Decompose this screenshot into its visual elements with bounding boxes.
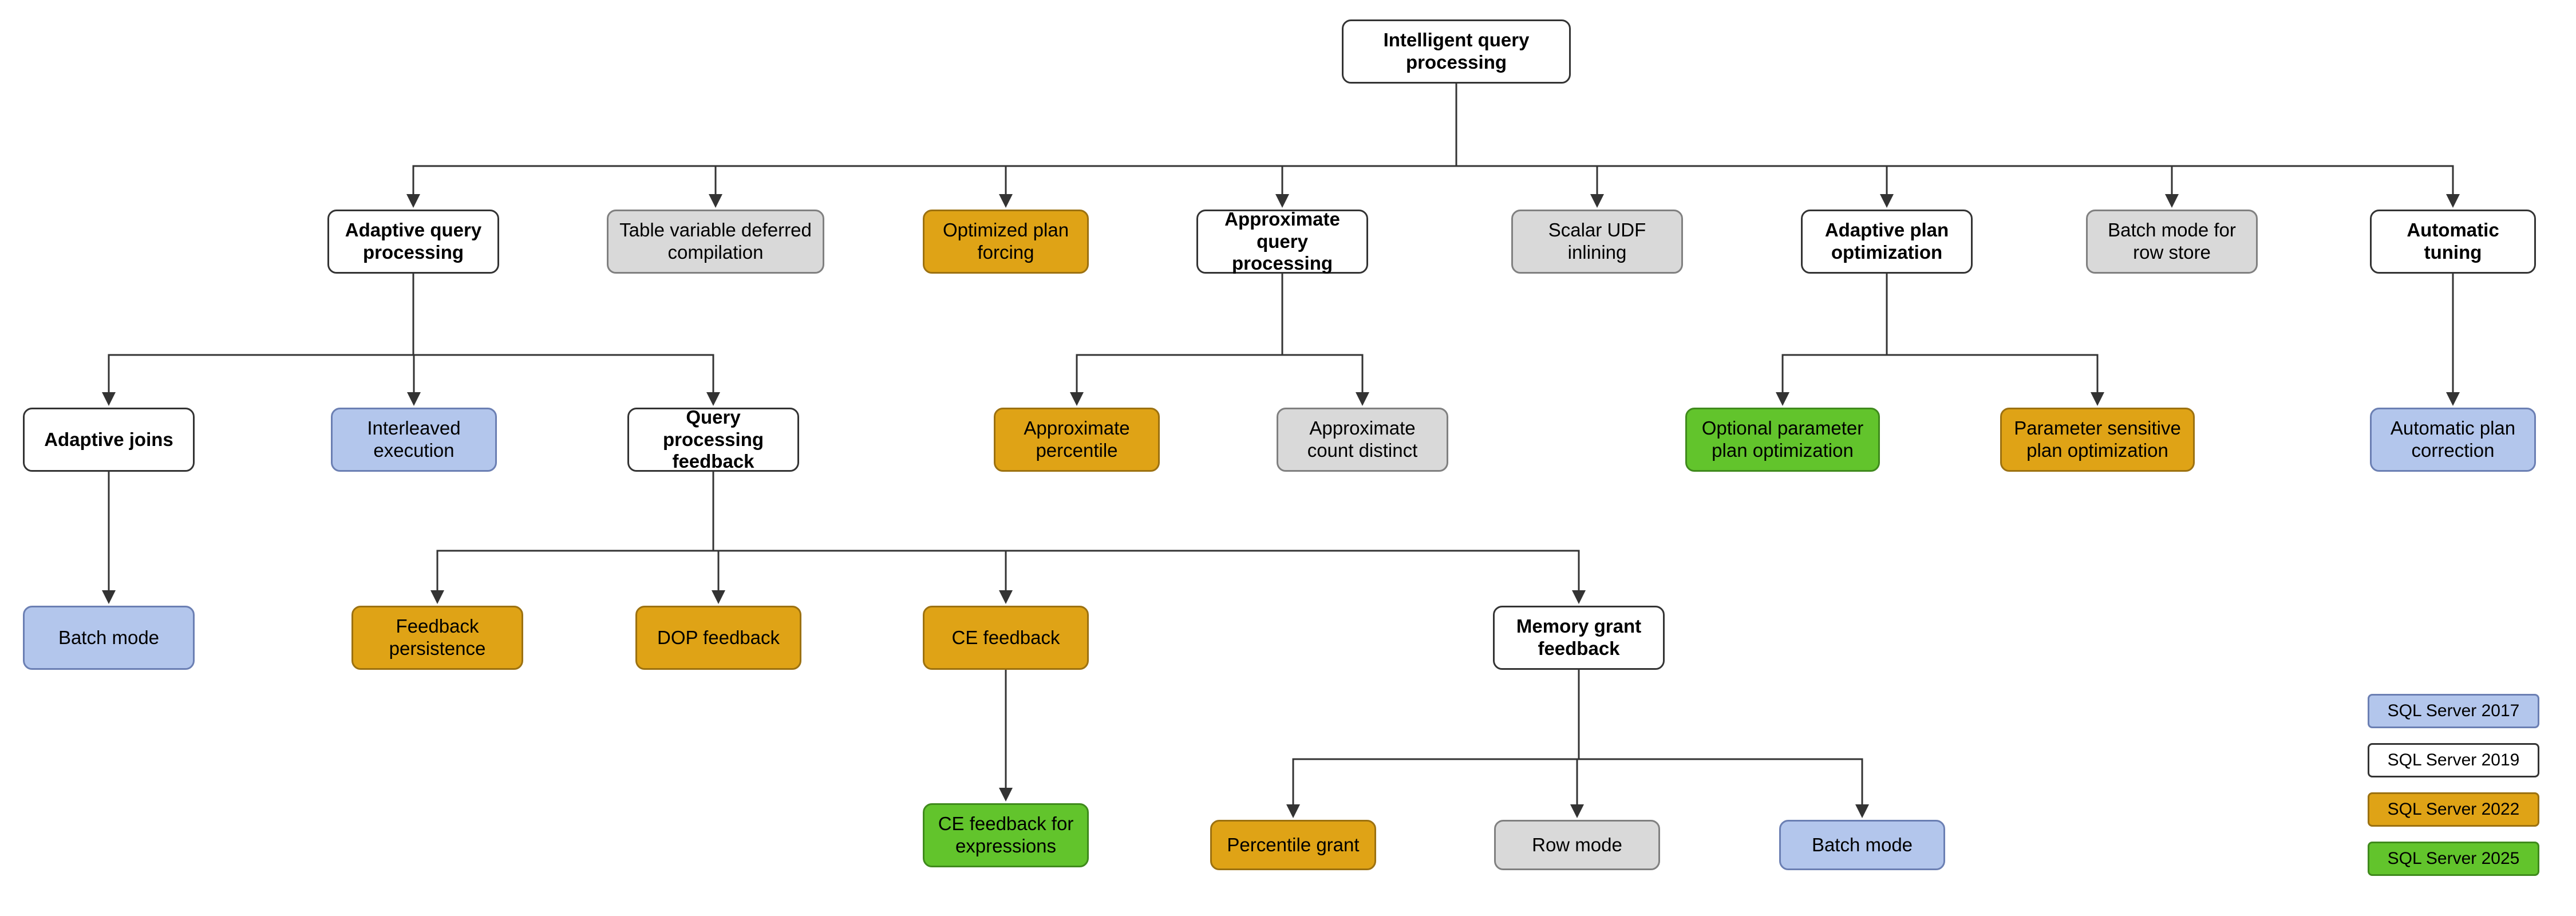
node-adaptive-query-processing[interactable]: Adaptive query processing (327, 210, 499, 274)
node-batch-mode-adaptive-joins[interactable]: Batch mode (23, 606, 195, 670)
legend-item-sql-server-2019: SQL Server 2019 (2368, 743, 2539, 777)
node-scalar-udf-inlining[interactable]: Scalar UDF inlining (1511, 210, 1683, 274)
node-adaptive-joins[interactable]: Adaptive joins (23, 408, 195, 472)
node-optimized-plan-forcing[interactable]: Optimized plan forcing (923, 210, 1089, 274)
legend-item-sql-server-2022: SQL Server 2022 (2368, 792, 2539, 827)
legend-item-sql-server-2025: SQL Server 2025 (2368, 842, 2539, 876)
node-approximate-count-distinct[interactable]: Approximate count distinct (1277, 408, 1448, 472)
node-ce-feedback-for-expressions[interactable]: CE feedback for expressions (923, 803, 1089, 867)
node-row-mode[interactable]: Row mode (1494, 820, 1660, 870)
node-approximate-percentile[interactable]: Approximate percentile (994, 408, 1160, 472)
node-table-variable-deferred-compilation[interactable]: Table variable deferred compilation (607, 210, 824, 274)
node-query-processing-feedback[interactable]: Query processing feedback (627, 406, 799, 472)
node-interleaved-execution[interactable]: Interleaved execution (331, 408, 497, 472)
node-ce-feedback[interactable]: CE feedback (923, 606, 1089, 670)
node-batch-mode-for-row-store[interactable]: Batch mode for row store (2086, 210, 2258, 274)
node-automatic-tuning[interactable]: Automatic tuning (2370, 210, 2536, 274)
node-approximate-query-processing[interactable]: Approximate query processing (1196, 208, 1368, 274)
node-automatic-plan-correction[interactable]: Automatic plan correction (2370, 408, 2536, 472)
node-parameter-sensitive-plan-optimization[interactable]: Parameter sensitive plan optimization (2000, 408, 2195, 472)
node-percentile-grant[interactable]: Percentile grant (1210, 820, 1376, 870)
node-adaptive-plan-optimization[interactable]: Adaptive plan optimization (1801, 210, 1973, 274)
node-dop-feedback[interactable]: DOP feedback (635, 606, 801, 670)
node-memory-grant-feedback[interactable]: Memory grant feedback (1493, 606, 1665, 670)
legend-item-sql-server-2017: SQL Server 2017 (2368, 694, 2539, 728)
node-optional-parameter-plan-optimization[interactable]: Optional parameter plan optimization (1685, 408, 1880, 472)
node-batch-mode-memory-grant[interactable]: Batch mode (1779, 820, 1945, 870)
legend: SQL Server 2017 SQL Server 2019 SQL Serv… (2368, 694, 2539, 876)
node-feedback-persistence[interactable]: Feedback persistence (351, 606, 523, 670)
node-root[interactable]: Intelligent query processing (1342, 19, 1571, 84)
